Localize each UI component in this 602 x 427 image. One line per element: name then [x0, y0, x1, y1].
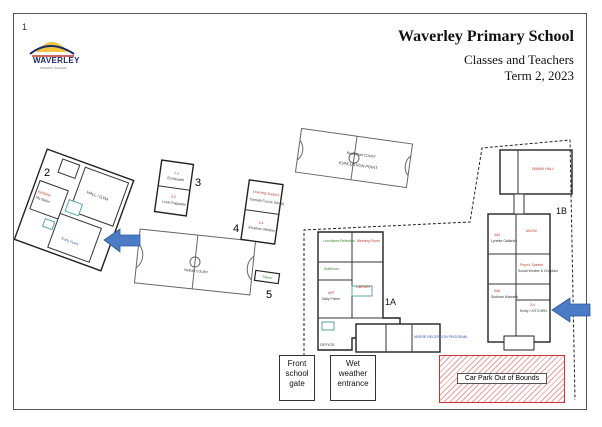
front-gate-line-2: school — [285, 369, 309, 378]
building-1a: Lunchtime Refection Staffroom ART Sally … — [317, 231, 467, 353]
netball-court: Netball COURT — [133, 228, 257, 296]
netball-court-label: Netball COURT — [184, 268, 209, 275]
room-kinder-teacher: My Baker — [35, 195, 51, 204]
room-art-teacher: Sally Fisher — [322, 297, 341, 301]
room-b4-1: Learning Support — [252, 190, 279, 198]
wet-weather-line-3: entrance — [337, 379, 369, 388]
building-5-label: 5 — [266, 289, 272, 301]
room-nurse: NURSE RECEPTION PROGRAM — [414, 335, 467, 339]
room-office: OFFICE — [320, 342, 335, 347]
wet-weather-line-2: weather — [338, 369, 368, 378]
room-library: LIBRARY — [356, 285, 372, 289]
room-b1b-2: 5&6 — [494, 289, 500, 293]
building-5: Toilets — [253, 269, 281, 285]
front-gate-box: Front school gate — [279, 355, 315, 401]
entry-arrow-left — [103, 228, 141, 253]
room-meeting: Meeting Room — [357, 239, 380, 243]
map-subtitle: Classes and Teachers — [463, 52, 574, 67]
room-b3-1: 1-2 — [174, 171, 180, 176]
room-b5: Toilets — [262, 275, 273, 280]
basketball-court: Basketball COURT EVACUATION POINT — [294, 127, 414, 189]
room-b4-2: 3-4 — [258, 221, 264, 226]
term-label: Term 2, 2023 — [504, 68, 575, 83]
room-b1b-1-teacher: Lynette Gallantie — [491, 239, 517, 243]
room-b4-1-teacher: Samala Fouvie (Head) — [249, 197, 284, 206]
room-dining: DINING HALL — [532, 167, 554, 171]
front-gate-line-1: Front — [287, 359, 307, 368]
room-b1b-2-teacher: Siobhan Mowatla — [491, 295, 518, 299]
room-b1b-4-teacher: Emily / KITCHEN — [520, 309, 547, 313]
room-b4-2-teacher: Jonathan Webber — [247, 225, 276, 233]
room-lunchtime: Lunchtime Refection — [323, 239, 355, 243]
evacuation-point-label: EVACUATION POINT — [339, 160, 379, 170]
building-3-label: 3 — [195, 177, 201, 189]
logo-subtext: PRIMARY SCHOOL — [40, 66, 68, 70]
room-staffroom: Staffroom — [324, 267, 339, 271]
room-b3-2: 3-5 — [170, 195, 176, 200]
page-number: 1 — [22, 22, 28, 32]
front-gate-line-3: gate — [289, 379, 305, 388]
room-b1b-3-teacher: Social Worker & Chaplain — [518, 269, 558, 273]
room-kinder: KINDER — [38, 190, 52, 198]
school-logo-emblem — [29, 42, 75, 57]
entry-arrow-right — [551, 297, 591, 323]
room-b1b-4: 3-4 — [530, 303, 535, 307]
wet-weather-line-1: Wet — [345, 359, 361, 368]
basketball-court-label: Basketball COURT — [346, 151, 377, 159]
room-b3-2-teacher: Lucie Ragsdale — [162, 199, 187, 206]
building-4: Learning Support Samala Fouvie (Head) 3-… — [240, 179, 285, 245]
room-b1b-1: 3&4 — [494, 233, 500, 237]
building-3: 1-2 Ed Meadth 3-5 Lucie Ragsdale — [153, 159, 195, 217]
building-2: HALL / GYM KINDER My Baker Early Years — [13, 148, 135, 272]
car-park-label: Car Park Out of Bounds — [457, 373, 547, 384]
car-park-area: Car Park Out of Bounds — [439, 355, 565, 403]
room-early-years: Early Years — [61, 237, 79, 247]
perimeter-dashed — [303, 139, 576, 401]
building-1a-label: 1A — [385, 297, 396, 307]
building-1b-label: 1B — [556, 206, 567, 216]
wet-weather-box: Wet weather entrance — [330, 355, 376, 401]
room-music: MUSIC — [526, 229, 538, 233]
room-art: ART — [328, 291, 336, 295]
room-b1b-3: Psych, Speech — [520, 263, 543, 267]
building-4-label: 4 — [233, 223, 239, 235]
logo-text: WAVERLEY — [33, 56, 80, 65]
room-b3-1-teacher: Ed Meadth — [167, 176, 184, 182]
school-name: Waverley Primary School — [398, 28, 574, 45]
building-1b: DINING HALL MUSIC 3&4 Lynette Gallantie … — [487, 149, 573, 351]
building-2-label: 2 — [44, 167, 50, 179]
